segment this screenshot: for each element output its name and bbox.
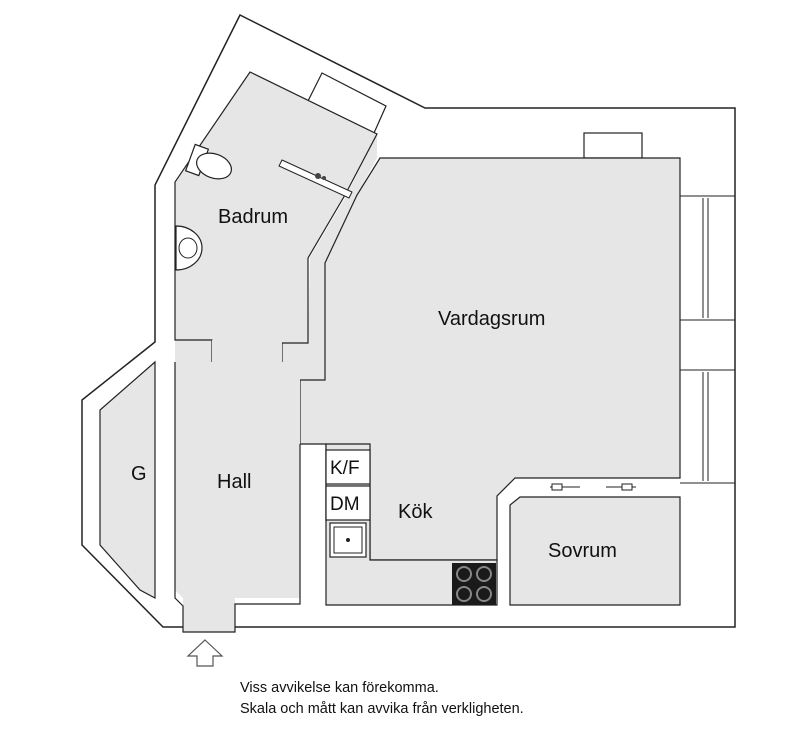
disclaimer-line-2: Skala och mått kan avvika från verklighe… xyxy=(240,701,524,717)
room-label-garderob: G xyxy=(131,463,147,485)
disclaimer: Viss avvikelse kan förekomma. Skala och … xyxy=(240,678,740,720)
kf-box xyxy=(325,449,371,485)
room-label-hall: Hall xyxy=(217,471,251,493)
sovrum-doors xyxy=(550,483,636,491)
sovrum-floor xyxy=(509,496,681,606)
right-windows xyxy=(680,195,735,484)
appliance-label-kf: K/F xyxy=(330,458,360,479)
room-label-vardagsrum: Vardagsrum xyxy=(438,308,545,330)
dm-box xyxy=(325,485,371,521)
entrance-arrow-icon xyxy=(186,639,224,667)
room-label-sovrum: Sovrum xyxy=(548,540,617,562)
disclaimer-line-1: Viss avvikelse kan förekomma. xyxy=(240,680,439,696)
chimney xyxy=(583,132,643,159)
room-label-badrum: Badrum xyxy=(218,206,288,228)
kitchen-sink-icon xyxy=(329,522,367,558)
hall-floor xyxy=(175,340,300,632)
appliance-label-dm: DM xyxy=(330,494,360,515)
hall-outline xyxy=(174,362,301,633)
room-label-kok: Kök xyxy=(398,501,433,523)
garderob-floor xyxy=(99,360,156,599)
sink-icon xyxy=(175,225,203,271)
shower-icon xyxy=(278,159,353,199)
toilet-icon xyxy=(184,143,233,180)
stove-icon xyxy=(452,563,496,605)
